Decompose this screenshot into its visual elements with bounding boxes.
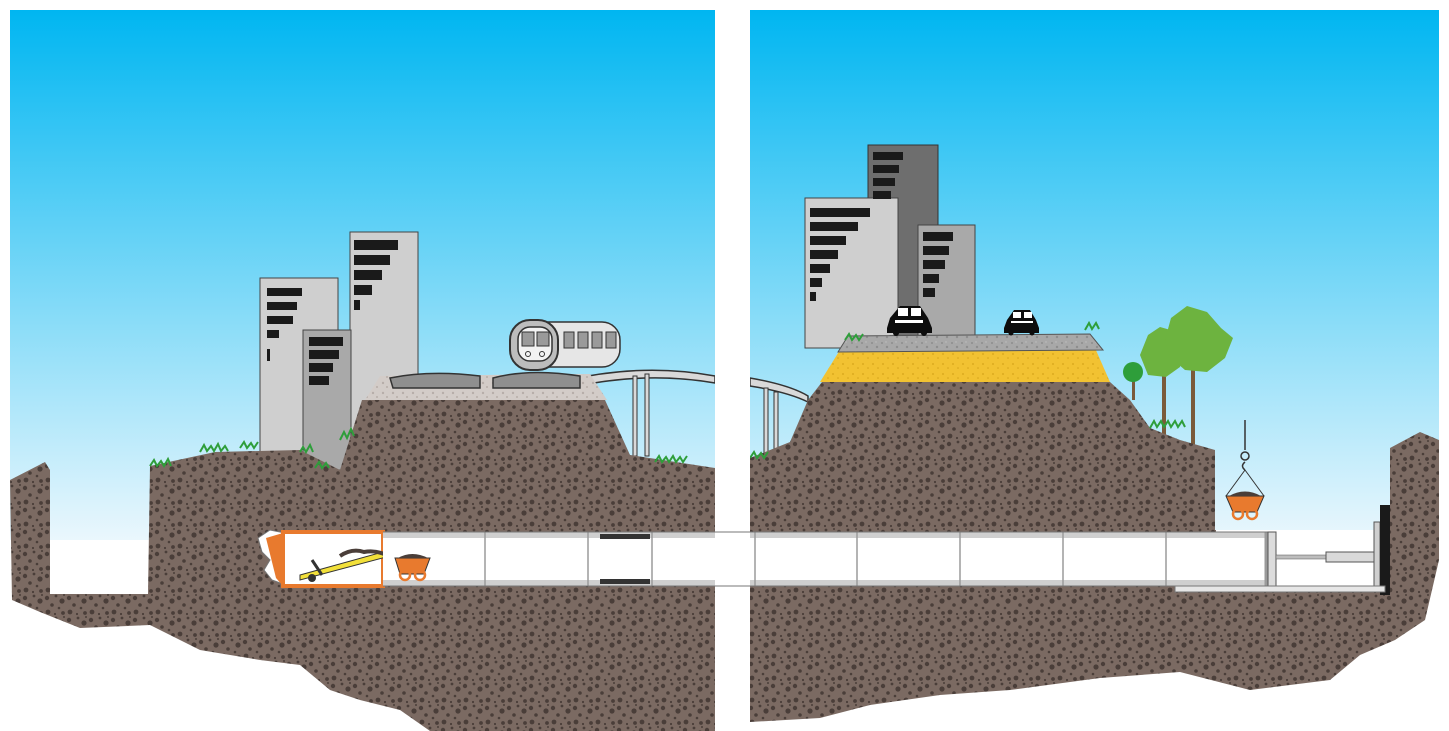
monorail-train-icon xyxy=(510,320,620,370)
rail-track-right xyxy=(493,372,580,388)
tunnel-left xyxy=(258,530,715,586)
viaduct-pillar xyxy=(645,374,649,456)
road-embankment xyxy=(820,334,1110,382)
viaduct-pillar xyxy=(633,376,637,456)
right-panel xyxy=(715,10,1439,722)
pipe-sections-left xyxy=(383,532,715,586)
road-surface xyxy=(838,334,1103,352)
left-panel xyxy=(10,10,715,731)
sand-fill xyxy=(820,348,1110,382)
pipe-sections-right xyxy=(750,532,1268,586)
panel-divider xyxy=(715,0,750,531)
pipe-connector xyxy=(715,532,750,586)
rail-track-left xyxy=(390,373,480,388)
panel-divider-bottom xyxy=(715,587,750,731)
